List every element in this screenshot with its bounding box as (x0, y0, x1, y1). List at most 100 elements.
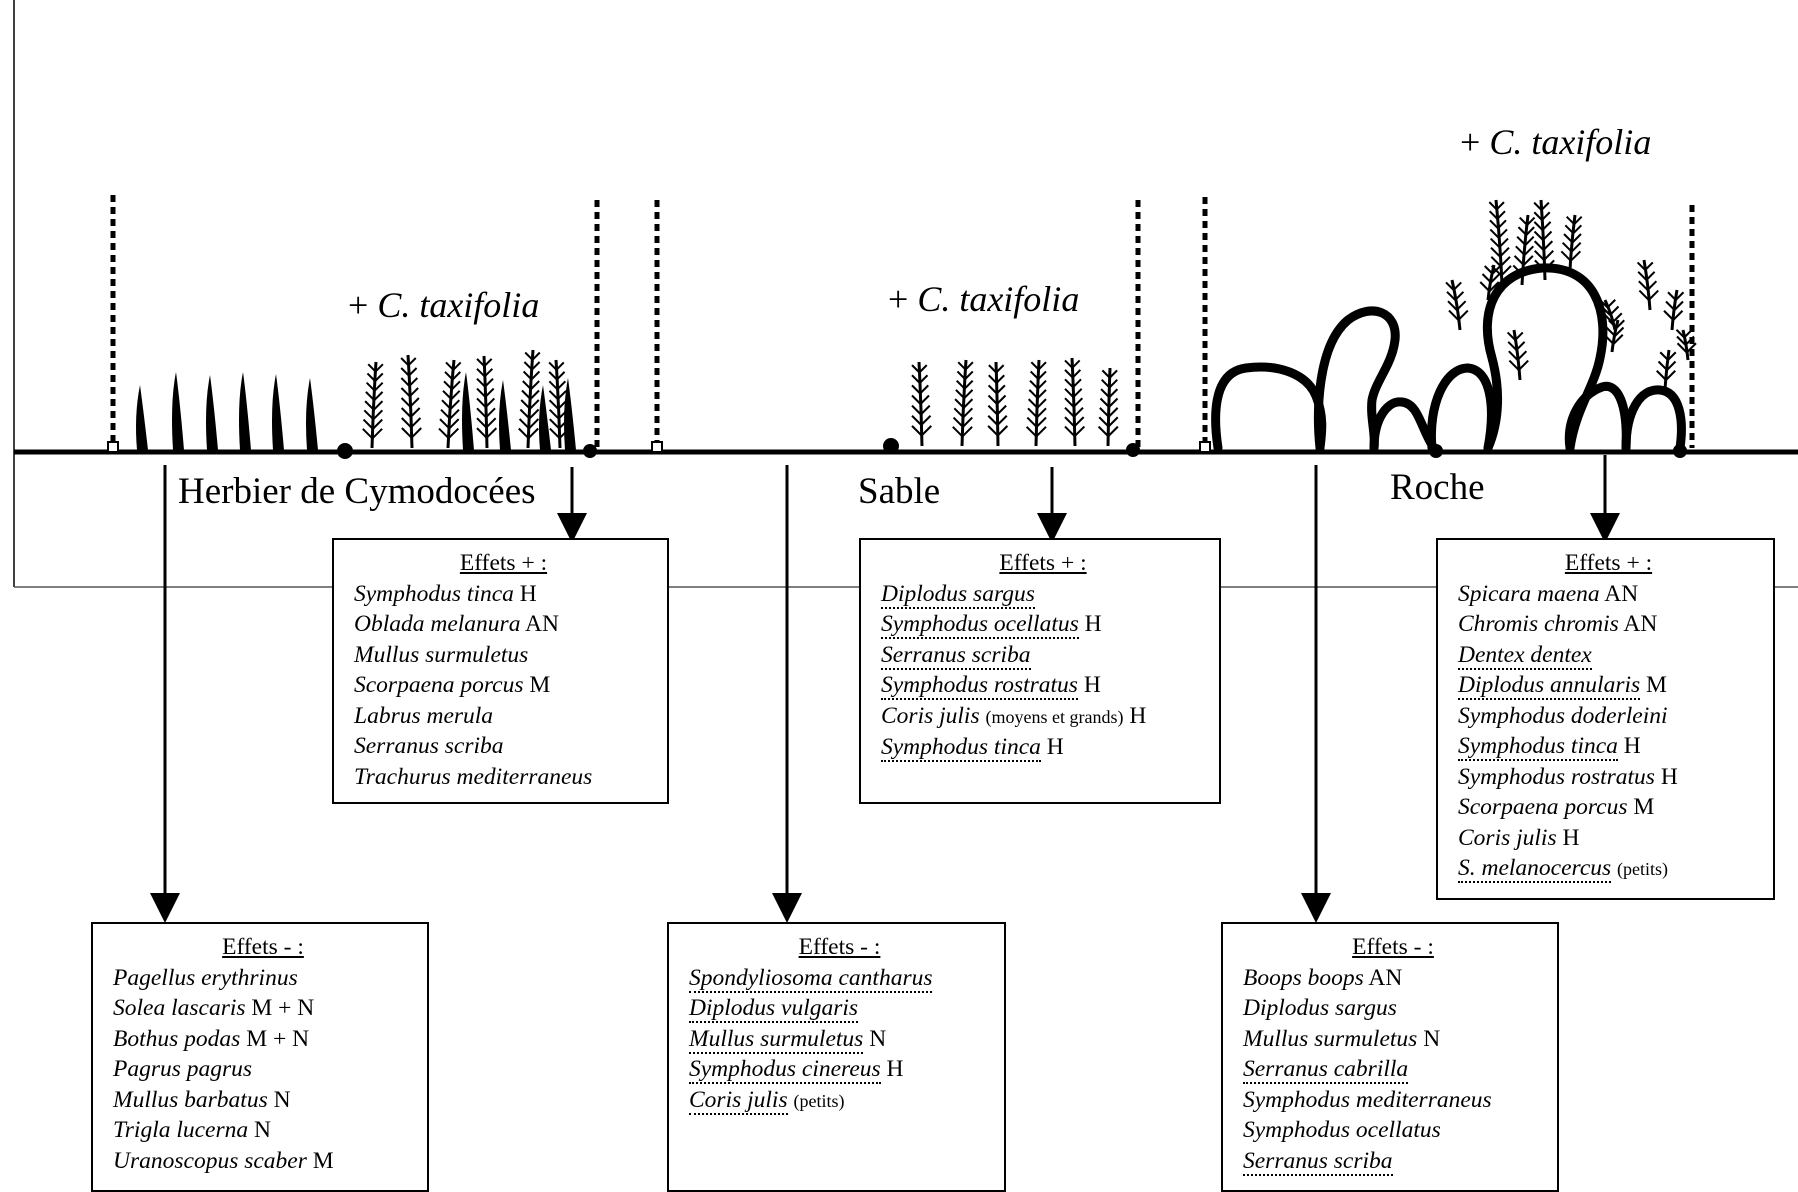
seagrass-blade (136, 385, 148, 450)
species-row: Uranoscopus scaber M (113, 1146, 413, 1177)
species-note: (moyens et grands) (985, 706, 1124, 727)
caulerpa-frond (987, 361, 1009, 447)
species-name: Diplodus sargus (881, 580, 1035, 609)
species-row: Scorpaena porcus M (354, 670, 653, 701)
species-name: Coris julis (689, 1086, 788, 1115)
caulerpa-frond (1097, 367, 1119, 447)
box-title: Effets + : (1564, 550, 1653, 576)
caulerpa-frond (1479, 264, 1501, 301)
habitat-label-cymodocea: Herbier de Cymodocées (178, 471, 536, 512)
taxifolia-label-cymodocea: + C. taxifolia (348, 285, 539, 325)
boundary-markers (107, 441, 1211, 453)
boulder (1426, 363, 1496, 453)
boundary-marker (651, 441, 663, 453)
caulerpa-frond (438, 359, 462, 449)
species-name: Mullus surmuletus (354, 641, 529, 668)
boundary-marker (1199, 441, 1211, 453)
species-name: Mullus surmuletus (1243, 1025, 1418, 1052)
species-row: Pagrus pagrus (113, 1054, 413, 1085)
boulder (1211, 362, 1327, 453)
species-name: Trigla lucerna (113, 1117, 249, 1143)
caulerpa-frond (1656, 349, 1677, 391)
species-row: Serranus scriba (354, 731, 653, 762)
species-row: Symphodus tinca H (1458, 731, 1759, 762)
species-code: N (254, 1117, 271, 1143)
species-name: Pagellus erythrinus (113, 964, 298, 991)
species-code: M + N (251, 995, 315, 1021)
species-code: M (1633, 794, 1655, 820)
caulerpa-frond (911, 361, 932, 447)
caulerpa-frond (952, 359, 974, 447)
species-name: Symphodus ocellatus (1243, 1117, 1441, 1143)
species-row: Mullus barbatus N (113, 1085, 413, 1116)
species-row: Serranus scriba (881, 640, 1205, 671)
species-code: H (886, 1056, 904, 1082)
species-name: Coris julis (1458, 824, 1557, 851)
box-title: Effets - : (222, 934, 304, 960)
species-row: Symphodus ocellatus (1243, 1115, 1543, 1146)
species-row: Diplodus sargus (881, 579, 1205, 610)
species-row: Symphodus ocellatus H (881, 609, 1205, 640)
box-title: Effets - : (1352, 934, 1434, 960)
species-row: Spondyliosoma cantharus (689, 963, 990, 994)
species-name: Symphodus tinca (354, 580, 514, 607)
species-row: Mullus surmuletus (354, 640, 653, 671)
cymodocea-blades (136, 372, 576, 450)
seagrass-blade (564, 378, 576, 450)
arrows (150, 455, 1620, 923)
caulerpa-frond (1506, 329, 1529, 381)
species-name: Symphodus rostratus (1458, 763, 1655, 790)
species-code: H (1623, 733, 1641, 759)
species-name: Serranus scriba (354, 733, 504, 759)
species-name: Symphodus cinereus (689, 1056, 881, 1084)
species-name: Spondyliosoma cantharus (689, 964, 933, 993)
species-name: Symphodus rostratus (881, 672, 1078, 700)
species-code: M (312, 1147, 334, 1174)
seabed-dot (1126, 443, 1140, 457)
rock-boulders (1211, 263, 1686, 453)
species-code: H (1083, 672, 1101, 698)
caulerpa-frond (548, 359, 570, 449)
species-row: Oblada melanura AN (354, 609, 653, 640)
seagrass-blade (239, 372, 251, 450)
species-name: Uranoscopus scaber (113, 1147, 307, 1174)
habitat-label-rock: Roche (1390, 467, 1485, 508)
species-name: Boops boops (1243, 964, 1364, 991)
box-title: Effets + : (459, 550, 548, 576)
species-row: Trachurus mediterraneus (354, 762, 653, 793)
seagrass-blade (306, 378, 318, 450)
species-row: Symphodus rostratus H (1458, 762, 1759, 793)
species-name: Solea lascaris (113, 995, 246, 1021)
species-name: Serranus scriba (1243, 1147, 1393, 1176)
species-row: Dentex dentex (1458, 640, 1759, 671)
species-name: Serranus cabrilla (1243, 1056, 1409, 1084)
species-row: Scorpaena porcus M (1458, 792, 1759, 823)
species-code: M (529, 672, 551, 698)
caulerpa-frond (400, 354, 422, 449)
seagrass-blade (539, 385, 551, 450)
species-name: Symphodus tinca (1458, 733, 1618, 761)
caulerpa-fronds (362, 199, 1697, 449)
taxifolia-species: C. taxifolia (1489, 122, 1652, 162)
species-code: AN (1623, 611, 1658, 637)
species-name: Scorpaena porcus (1458, 794, 1628, 820)
seabed-dot (337, 443, 353, 459)
species-row: S. melanocercus (petits) (1458, 853, 1759, 885)
caulerpa-frond (518, 349, 541, 449)
species-row: Symphodus mediterraneus (1243, 1085, 1543, 1116)
species-row: Symphodus cinereus H (689, 1054, 990, 1085)
species-row: Mullus surmuletus N (689, 1024, 990, 1055)
species-code: H (1046, 734, 1064, 760)
species-code: AN (1368, 964, 1403, 991)
species-row: Serranus scriba (1243, 1146, 1543, 1177)
species-note: (petits) (793, 1090, 845, 1111)
taxifolia-prefix: + (888, 279, 918, 319)
species-code: M (1646, 672, 1667, 698)
